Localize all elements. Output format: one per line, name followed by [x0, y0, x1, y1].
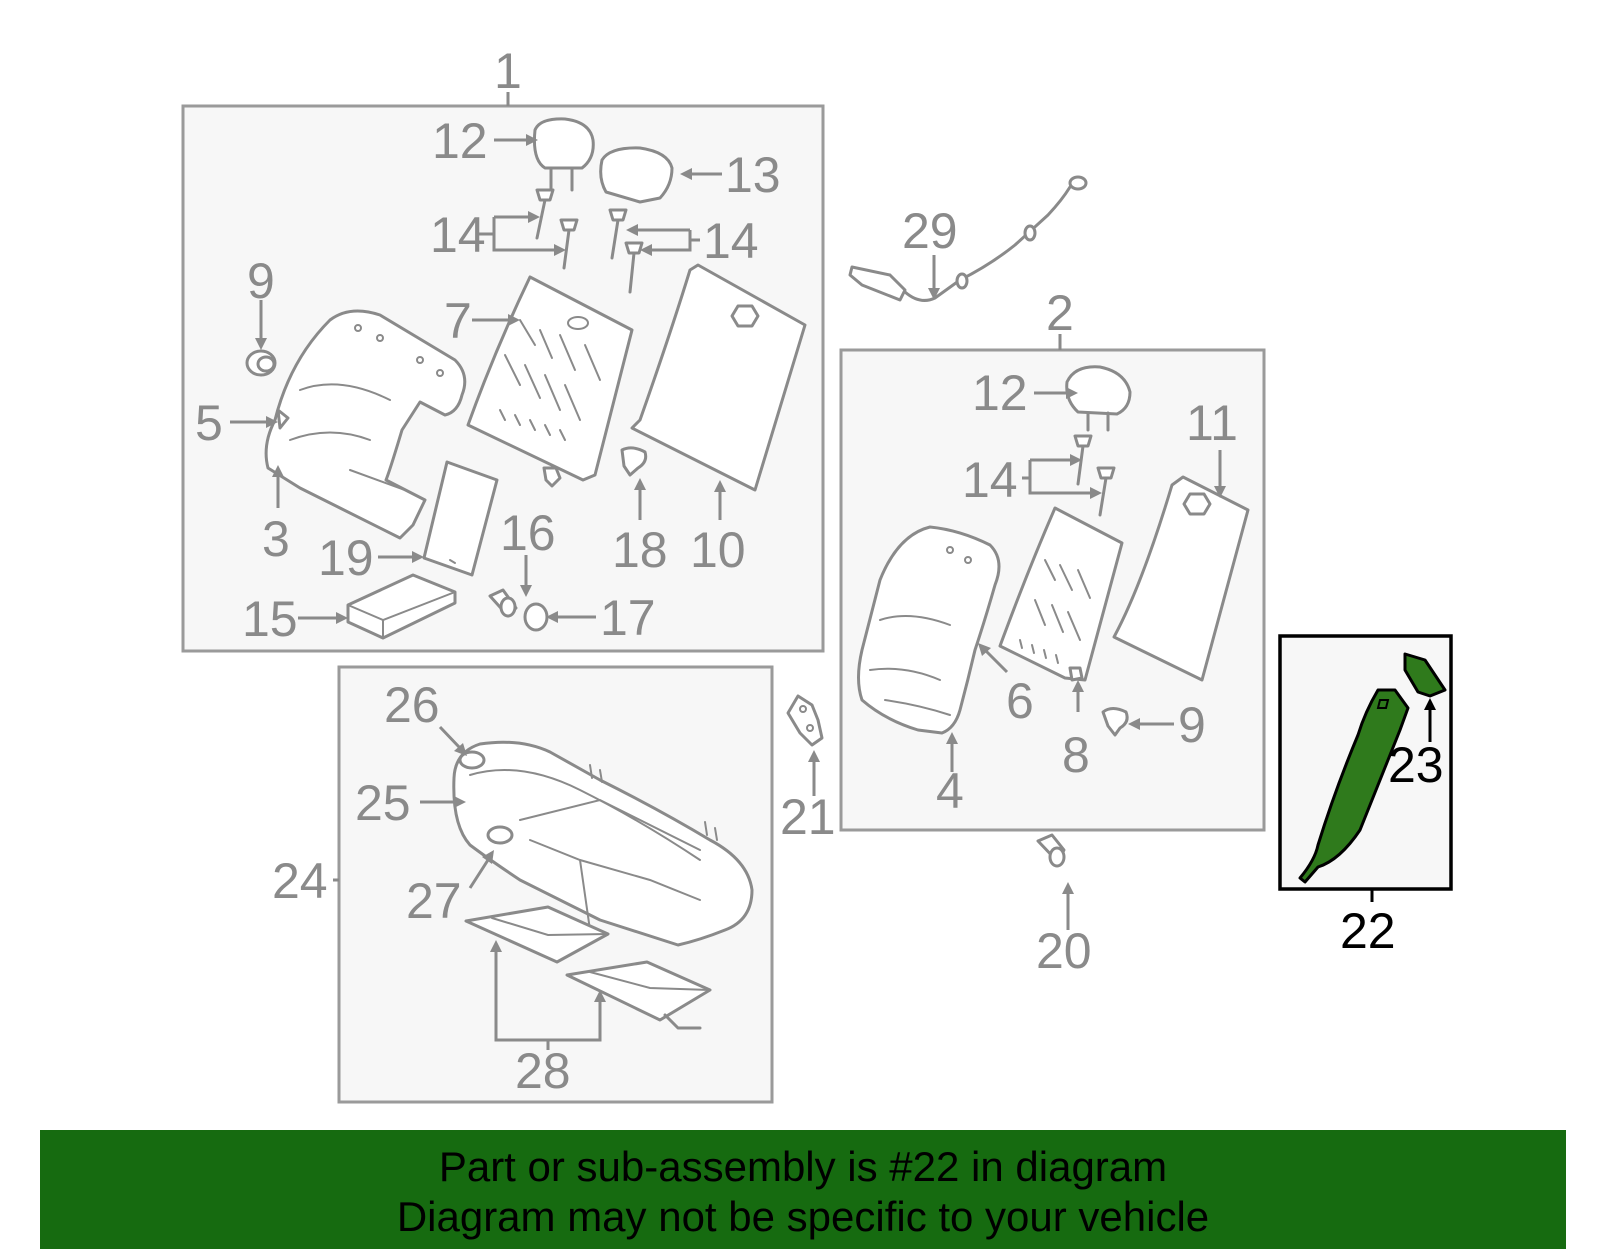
part-headrest-12b: [1065, 365, 1132, 432]
callout-25: 25: [355, 775, 411, 831]
callout-labels: 1 12 13 14 14 9 7 5 3 19 16 18 10 15 17 …: [195, 43, 1444, 1099]
callout-11: 11: [1186, 395, 1238, 451]
callout-10: 10: [690, 522, 746, 578]
part-headrest-12a: [533, 117, 595, 192]
part-trim-23: [1403, 652, 1447, 698]
part-heater-mats-28: [464, 905, 712, 1030]
part-clip-9a: [245, 349, 277, 377]
callout-12b: 12: [972, 365, 1028, 421]
callout-14c: 14: [962, 452, 1018, 508]
part-seatback-cover-3: [264, 309, 467, 540]
part-seatback-board-11: [1112, 475, 1250, 682]
callout-17: 17: [600, 590, 656, 646]
callout-3: 3: [262, 511, 290, 567]
part-trim-22: [1298, 688, 1410, 884]
callout-8: 8: [1062, 727, 1090, 783]
part-seatback-cover-4: [857, 525, 1001, 735]
part-seat-cushion-24: [452, 740, 754, 947]
callout-14b: 14: [703, 213, 759, 269]
part-headrest-13: [599, 146, 674, 204]
leader-lines-highlighted: [1370, 698, 1436, 902]
part-seatback-frame-8: [998, 506, 1124, 682]
callout-1: 1: [494, 43, 522, 99]
callout-16: 16: [500, 505, 556, 561]
part-cable-29: [848, 175, 1088, 302]
part-guides-14c: [1073, 434, 1116, 517]
callout-12a: 12: [432, 113, 488, 169]
banner-line-1: Part or sub-assembly is #22 in diagram: [438, 1143, 1168, 1190]
info-banner: Part or sub-assembly is #22 in diagram D…: [40, 1130, 1566, 1249]
part-guides-14a: [535, 188, 579, 270]
part-nut-17: [523, 602, 549, 632]
callout-15: 15: [242, 591, 298, 647]
callout-23[interactable]: 23: [1388, 737, 1444, 793]
callout-18: 18: [612, 522, 668, 578]
part-seatback-board-10: [630, 263, 807, 492]
callout-7: 7: [444, 293, 472, 349]
callout-9a: 9: [247, 253, 275, 309]
callout-26: 26: [384, 677, 440, 733]
callout-27: 27: [406, 873, 462, 929]
part-bolt-16: [488, 588, 518, 618]
callout-24: 24: [272, 853, 328, 909]
part-stopper-18: [620, 446, 648, 477]
leader-lines: [230, 92, 1226, 1050]
callout-29: 29: [902, 203, 958, 259]
part-clip-9b: [1101, 707, 1129, 737]
part-bolt-20: [1036, 833, 1066, 868]
part-guides-14b: [608, 208, 644, 294]
part-bracket-21: [786, 694, 824, 747]
callout-20: 20: [1036, 923, 1092, 979]
callout-13: 13: [725, 147, 781, 203]
part-box-15: [346, 573, 457, 640]
part-clip-small: [542, 466, 562, 488]
callout-14a: 14: [430, 207, 486, 263]
callout-22[interactable]: 22: [1340, 903, 1396, 959]
callout-21: 21: [780, 789, 836, 845]
callout-9b: 9: [1178, 697, 1206, 753]
callout-2: 2: [1046, 285, 1074, 341]
banner-line-2: Diagram may not be specific to your vehi…: [396, 1193, 1210, 1240]
callout-4: 4: [936, 763, 964, 819]
callout-19: 19: [318, 530, 374, 586]
callout-6: 6: [1006, 673, 1034, 729]
callout-28: 28: [515, 1043, 571, 1099]
part-seatback-frame-7: [466, 275, 634, 482]
callout-5: 5: [195, 395, 223, 451]
part-panel-19: [422, 460, 499, 577]
